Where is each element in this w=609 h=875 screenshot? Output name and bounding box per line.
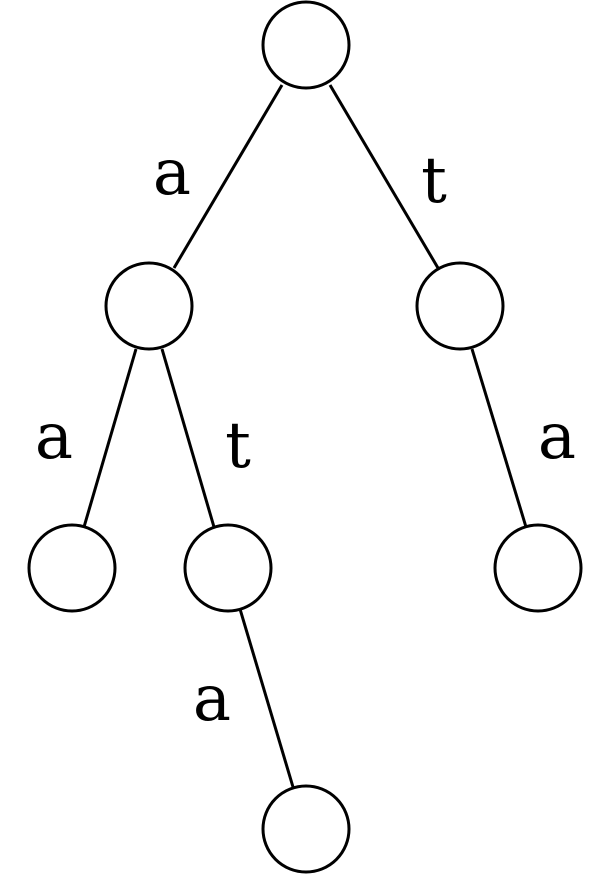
edge-a-aa: [82, 348, 138, 528]
trie-node-t: [415, 261, 505, 351]
edge-label-a-aa: a: [35, 400, 73, 474]
edge-label-root-a: a: [153, 136, 191, 210]
edge-root-a: [172, 84, 284, 269]
trie-node-aa: [27, 523, 117, 613]
edge-a-at: [160, 348, 216, 528]
edge-t-ta: [470, 348, 528, 528]
trie-node-a: [104, 261, 194, 351]
trie-node-root: [261, 0, 351, 90]
edge-root-t: [328, 84, 440, 269]
trie-node-ata: [261, 784, 351, 874]
trie-node-ta: [493, 523, 583, 613]
edge-label-root-t: t: [421, 144, 447, 218]
trie-node-at: [183, 523, 273, 613]
edge-label-at-ata: a: [193, 662, 231, 736]
edge-at-ata: [238, 608, 295, 788]
edge-label-t-ta: a: [538, 400, 576, 474]
edge-label-a-at: t: [225, 409, 251, 483]
